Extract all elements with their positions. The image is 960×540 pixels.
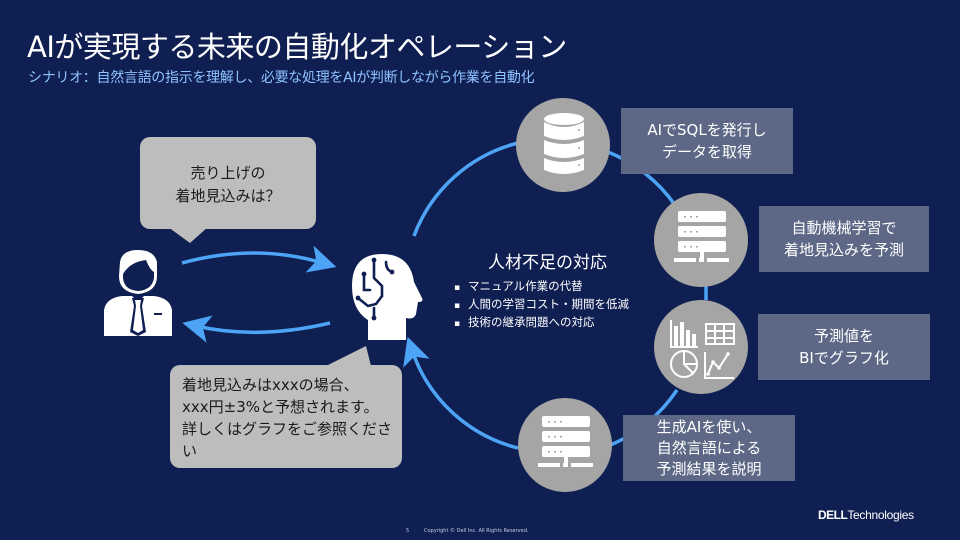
ai-bubble-line: xxx円±3%と予想されます。	[182, 398, 379, 416]
step-3-label: 予測値を BIでグラフ化	[758, 314, 930, 380]
step-label-line: 自動機械学習で	[791, 219, 897, 237]
request-arrow	[181, 245, 337, 273]
businessman-icon	[104, 250, 172, 336]
step-2-node	[654, 193, 748, 287]
logo-brand: DELL	[818, 508, 848, 522]
bullet-item: マニュアル作業の代替	[454, 278, 629, 296]
slide-subtitle: シナリオ：自然言語の指示を理解し、必要な処理をAIが判断しながら作業を自動化	[28, 70, 535, 86]
user-bubble-shape	[140, 137, 316, 243]
step-1-label: AIでSQLを発行し データを取得	[621, 108, 793, 174]
cycle-arc-lower-left	[403, 336, 519, 450]
ai-brain-head-icon	[352, 254, 423, 340]
server-icon	[674, 211, 729, 262]
cycle-arc-upper-left	[412, 141, 519, 237]
step-label-line: データを取得	[661, 143, 752, 161]
step-label-line: 自然言語による	[656, 438, 762, 457]
dell-technologies-logo: DELLTechnologies	[818, 508, 914, 522]
bullet-item: 人間の学習コスト・期間を低減	[454, 296, 629, 314]
step-label-line: AIでSQLを発行し	[647, 121, 767, 139]
page-number: 5	[406, 528, 410, 534]
ai-bubble-shape	[170, 346, 402, 468]
step-label-line: 予測結果を説明	[656, 459, 762, 478]
step-label-line: 生成AIを使い、	[656, 417, 762, 436]
ai-bubble-line: 着地見込みはxxxの場合、	[182, 376, 359, 394]
step-3-node	[654, 300, 748, 394]
user-bubble-line: 売り上げの	[190, 164, 266, 182]
center-bullet-list: マニュアル作業の代替 人間の学習コスト・期間を低減 技術の継承問題への対応	[454, 278, 629, 332]
ai-speech-bubble: 着地見込みはxxxの場合、 xxx円±3%と予想されます。 詳しくはグラフをご参…	[170, 365, 402, 468]
logo-suffix: Technologies	[847, 508, 914, 522]
ai-bubble-line: い	[182, 442, 198, 460]
user-speech-bubble: 売り上げの 着地見込みは？	[140, 137, 316, 229]
ai-bubble-line: 詳しくはグラフをご参照くださ	[182, 420, 393, 438]
step-2-label: 自動機械学習で 着地見込みを予測	[759, 206, 929, 272]
user-bubble-line: 着地見込みは？	[175, 187, 281, 205]
step-label-line: 予測値を	[813, 327, 874, 345]
server-icon	[538, 416, 593, 467]
response-arrow	[182, 315, 331, 343]
step-4-node	[518, 398, 612, 492]
center-heading: 人材不足の対応	[488, 253, 607, 273]
database-icon	[544, 113, 584, 174]
step-4-label: 生成AIを使い、 自然言語による 予測結果を説明	[623, 415, 795, 481]
copyright-text: Copyright © Dell Inc. All Rights Reserve…	[424, 528, 529, 534]
step-label-line: 着地見込みを予測	[783, 241, 904, 259]
step-1-node	[516, 98, 610, 192]
bullet-item: 技術の継承問題への対応	[454, 314, 629, 332]
slide-title: AIが実現する未来の自動化オペレーション	[27, 30, 567, 64]
step-label-line: BIでグラフ化	[799, 349, 889, 367]
analytics-icon	[670, 320, 735, 379]
